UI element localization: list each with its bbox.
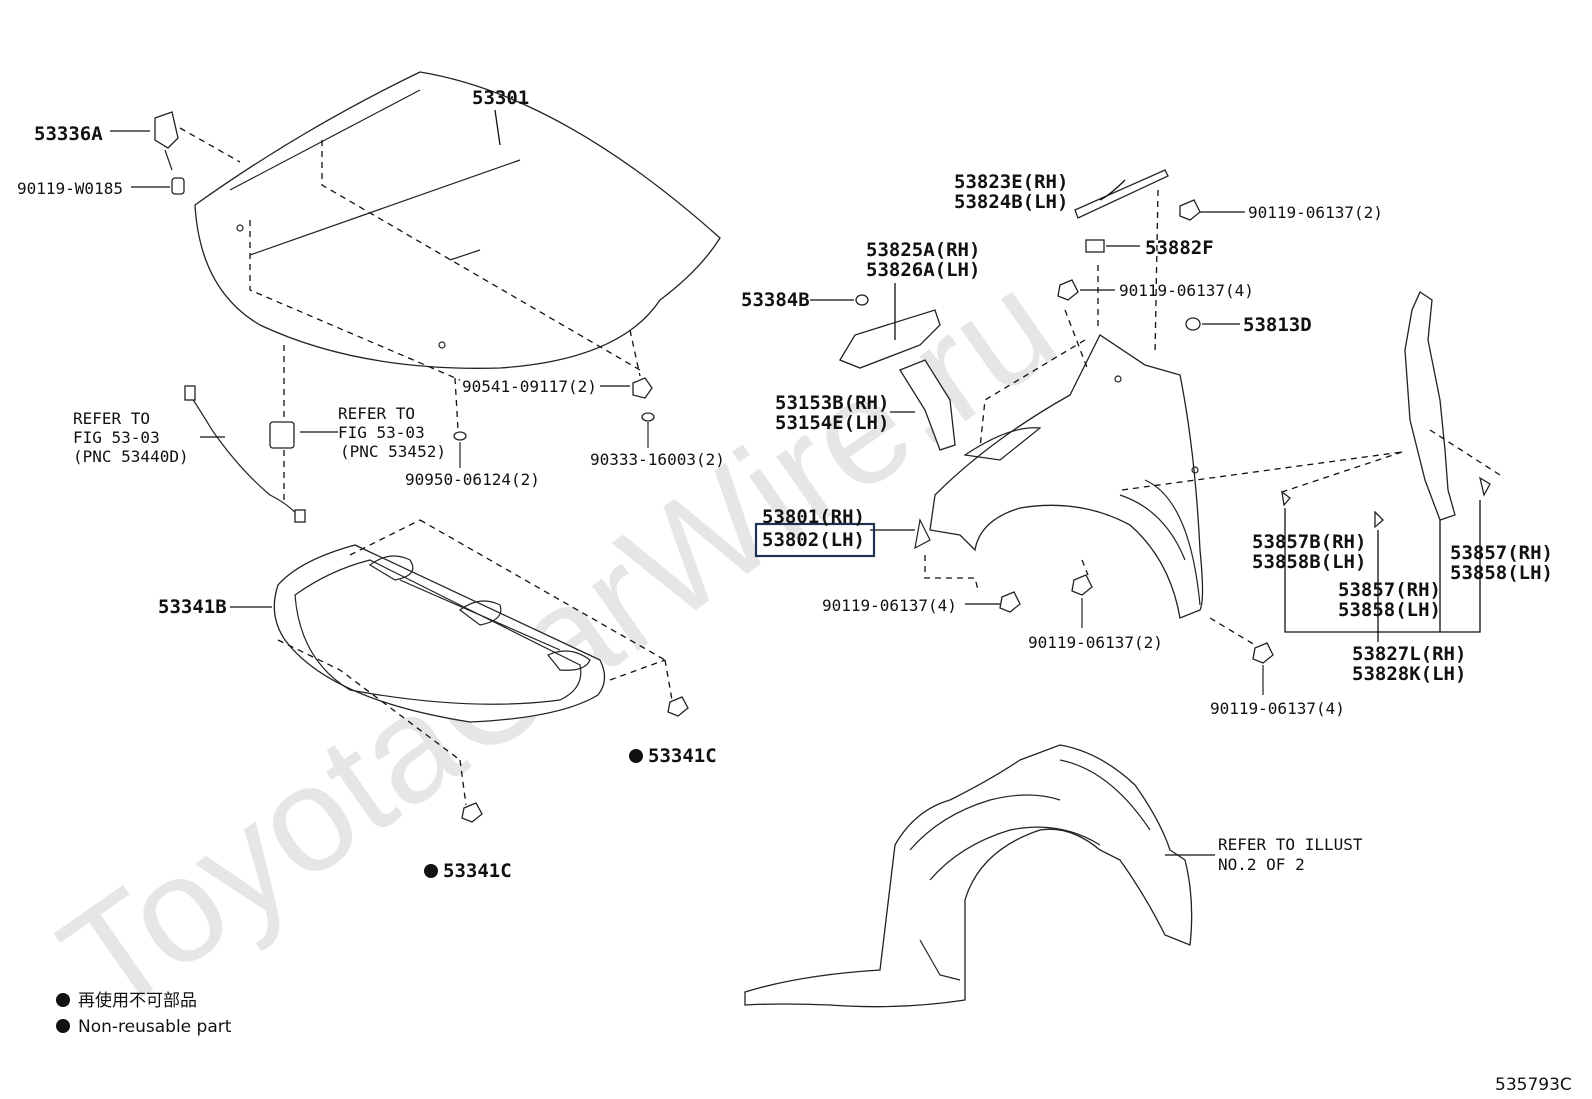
liner-refer-line-1[interactable]: REFER TO ILLUST	[1218, 835, 1363, 854]
fender-bolt-4a[interactable]	[1057, 279, 1079, 301]
refer-left-line-2[interactable]: FIG 53-03	[73, 428, 160, 447]
refer-mid-line-2[interactable]: FIG 53-03	[338, 423, 425, 442]
legend-text-jp: 再使用不可部品	[78, 990, 197, 1011]
legend-text-en: Non-reusable part	[78, 1017, 232, 1037]
refer-left-line-1[interactable]: REFER TO	[73, 409, 150, 428]
cushion-bracket-lines	[1284, 500, 1481, 642]
fender-bolt-top[interactable]	[1179, 199, 1201, 221]
hinge-bolt[interactable]	[171, 177, 185, 195]
fender-cushion-b[interactable]	[1281, 490, 1291, 507]
hood-panel[interactable]	[194, 71, 721, 381]
insulator-clip-2[interactable]	[461, 802, 483, 823]
fender-clip-d[interactable]	[1185, 317, 1201, 331]
legend-dot-2	[56, 1019, 70, 1033]
hood-insulator[interactable]	[273, 519, 673, 806]
label-clip-b[interactable]: 53384B	[741, 289, 810, 311]
label-fender-rh[interactable]: 53801(RH)	[762, 506, 865, 528]
label-hinge-bolt[interactable]: 90119-W0185	[17, 179, 123, 198]
non-reusable-marker-2	[424, 864, 438, 878]
bracket-clip-b[interactable]	[855, 294, 869, 306]
label-fender-lh[interactable]: 53802(LH)	[762, 529, 865, 551]
label-bolt-top[interactable]: 90119-06137(2)	[1248, 203, 1383, 222]
hood-plug-06124[interactable]	[453, 377, 467, 468]
insulator-clip-1[interactable]	[667, 696, 689, 717]
fender-retainer-f[interactable]	[1085, 239, 1105, 253]
label-seal-l-rh[interactable]: 53827L(RH)	[1352, 643, 1466, 665]
hood-plug-16003[interactable]	[641, 412, 655, 448]
fender-cushion-right[interactable]	[1479, 476, 1491, 497]
label-bracket-lh[interactable]: 53826A(LH)	[866, 259, 980, 281]
label-protector-lh[interactable]: 53154E(LH)	[775, 412, 889, 434]
legend-dot-1	[56, 993, 70, 1007]
refer-mid-line-3[interactable]: (PNC 53452)	[340, 442, 446, 461]
label-hood[interactable]: 53301	[472, 87, 529, 109]
fender-cushion-mid[interactable]	[1374, 510, 1384, 529]
label-clip-d[interactable]: 53813D	[1243, 314, 1312, 336]
fender-bracket[interactable]	[839, 309, 941, 369]
hood-lock-cable[interactable]	[184, 385, 306, 523]
hood-cushion[interactable]	[629, 329, 653, 399]
label-protector-rh[interactable]: 53153B(RH)	[775, 392, 889, 414]
label-clip-c2[interactable]: 53341C	[443, 860, 512, 882]
label-bolt-4a[interactable]: 90119-06137(4)	[1119, 281, 1254, 300]
label-insulator[interactable]: 53341B	[158, 596, 227, 618]
non-reusable-marker-1	[629, 749, 643, 763]
label-cushion-b-lh[interactable]: 53858B(LH)	[1252, 551, 1366, 573]
label-bolt-4c[interactable]: 90119-06137(4)	[1210, 699, 1345, 718]
label-cushion-nut[interactable]: 90541-09117(2)	[462, 377, 597, 396]
label-clip-c1[interactable]: 53341C	[648, 745, 717, 767]
label-seal-rh[interactable]: 53823E(RH)	[954, 171, 1068, 193]
label-hinge[interactable]: 53336A	[34, 123, 103, 145]
label-cushion-mid-rh[interactable]: 53857(RH)	[1338, 579, 1441, 601]
label-cushion-b-rh[interactable]: 53857B(RH)	[1252, 531, 1366, 553]
fender-seal-top[interactable]	[1074, 169, 1169, 219]
leader-lines	[110, 109, 1245, 856]
label-bolt-2[interactable]: 90119-06137(2)	[1028, 633, 1163, 652]
label-bracket-rh[interactable]: 53825A(RH)	[866, 239, 980, 261]
label-plug-16003[interactable]: 90333-16003(2)	[590, 450, 725, 469]
figure-code: 535793C	[1495, 1075, 1572, 1095]
selected-part-highlight	[754, 522, 876, 558]
hood-hinge[interactable]	[154, 111, 241, 171]
label-seal-k-lh[interactable]: 53828K(LH)	[1352, 663, 1466, 685]
fender-protector[interactable]	[899, 359, 956, 451]
label-cushion-mid-lh[interactable]: 53858(LH)	[1338, 599, 1441, 621]
refer-left-line-3[interactable]: (PNC 53440D)	[73, 447, 189, 466]
fender-bolt-4c[interactable]	[1252, 642, 1274, 695]
liner-refer-line-2[interactable]: NO.2 OF 2	[1218, 855, 1305, 874]
label-bolt-4b[interactable]: 90119-06137(4)	[822, 596, 957, 615]
fender-bolt-4b[interactable]	[999, 591, 1021, 613]
refer-mid-line-1[interactable]: REFER TO	[338, 404, 415, 423]
label-cushion-right-rh[interactable]: 53857(RH)	[1450, 542, 1553, 564]
fender-liner[interactable]	[744, 744, 1193, 1008]
fender-side-seal[interactable]	[1281, 291, 1501, 521]
front-fender[interactable]	[914, 189, 1403, 646]
fender-bolt-2[interactable]	[1071, 574, 1093, 628]
label-cushion-right-lh[interactable]: 53858(LH)	[1450, 562, 1553, 584]
hood-lock[interactable]	[269, 345, 295, 505]
label-seal-lh[interactable]: 53824B(LH)	[954, 191, 1068, 213]
label-retainer-f[interactable]: 53882F	[1145, 237, 1214, 259]
label-plug-06124[interactable]: 90950-06124(2)	[405, 470, 540, 489]
